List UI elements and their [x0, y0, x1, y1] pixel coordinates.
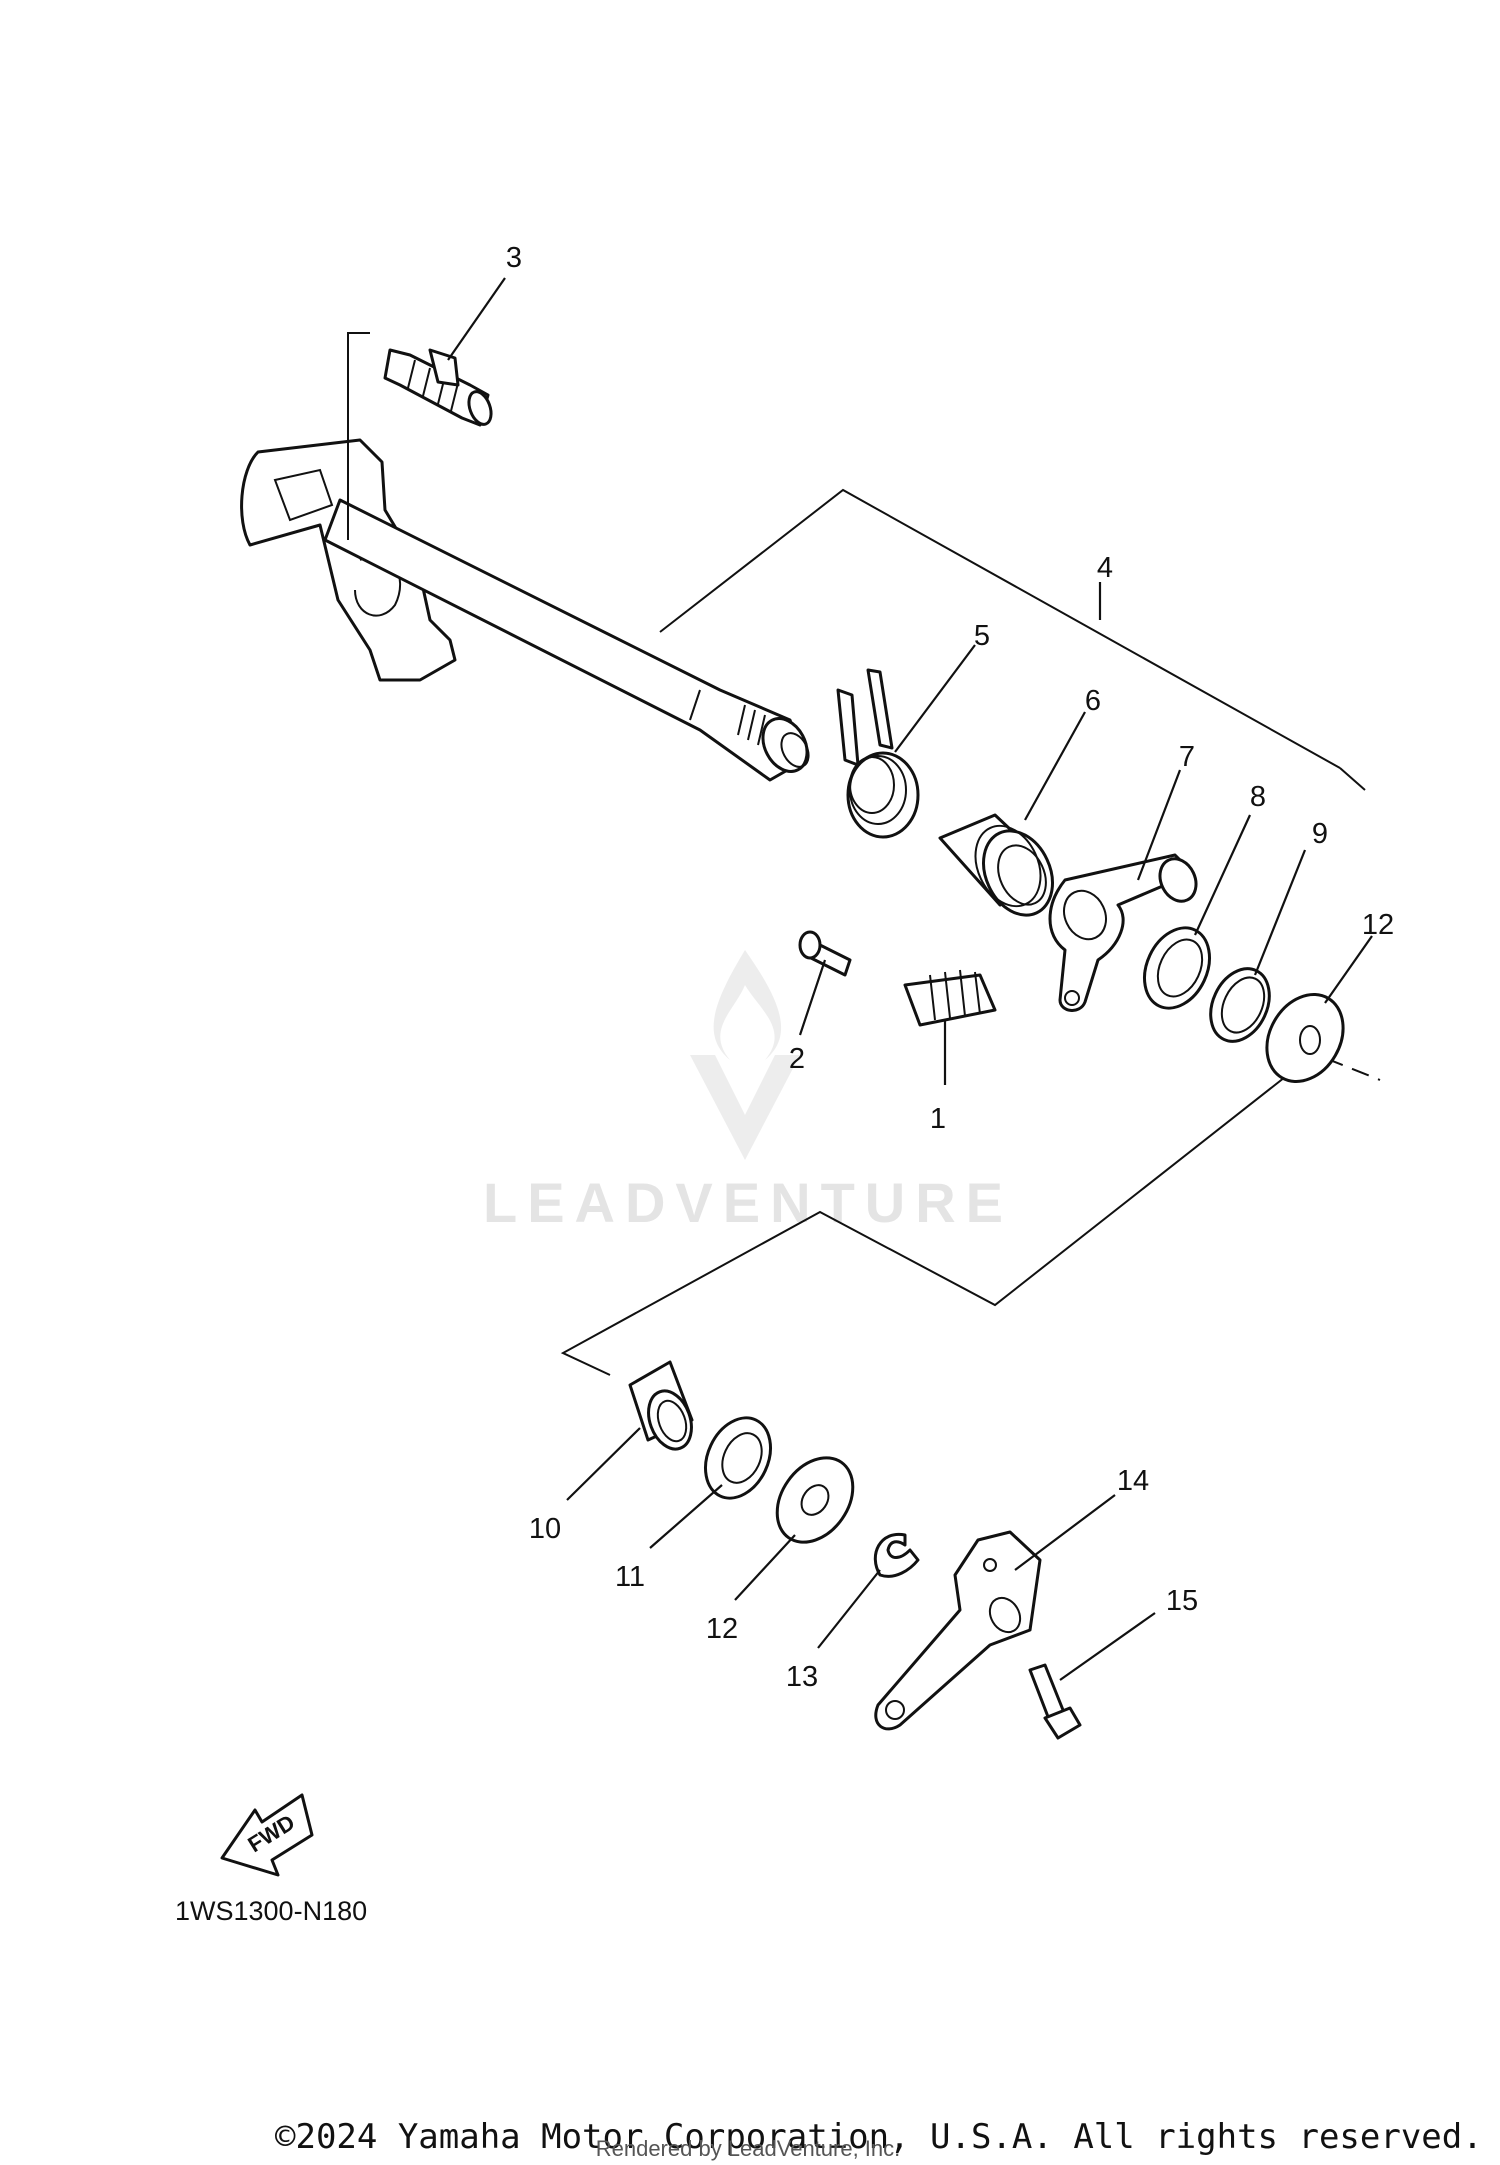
callout-6: 6	[1085, 685, 1101, 717]
copyright-notice: ©2024 Yamaha Motor Corporation, U.S.A. A…	[275, 2117, 1483, 2157]
callout-13: 13	[786, 1661, 818, 1693]
callout-14: 14	[1117, 1465, 1149, 1497]
fwd-arrow-icon: FWD	[220, 1793, 314, 1877]
part-7-lever	[1048, 853, 1198, 1012]
part-13-eclip	[873, 1532, 920, 1578]
part-10-bearing	[628, 1360, 694, 1451]
part-6-collar	[938, 813, 1054, 917]
part-14-arm	[874, 1530, 1042, 1731]
callout-5: 5	[974, 620, 990, 652]
part-12-washer-lower	[775, 1456, 855, 1544]
callout-9: 9	[1312, 818, 1328, 850]
watermark-text: LEADVENTURE	[483, 1171, 1013, 1234]
callout-8: 8	[1250, 781, 1266, 813]
part-8-washer	[1143, 926, 1211, 1010]
phantom-lines	[347, 332, 1381, 1376]
part-9-circlip	[1209, 967, 1271, 1043]
callout-7: 7	[1179, 741, 1195, 773]
shift-shaft-assembly	[240, 438, 810, 782]
part-5-spring	[836, 668, 920, 839]
part-15-bolt	[1028, 1663, 1082, 1740]
callout-3: 3	[506, 242, 522, 274]
callout-1: 1	[930, 1103, 946, 1135]
watermark-logo	[690, 950, 800, 1160]
part-2-pin	[798, 930, 852, 977]
callout-labels: 3 4 5 6 7 8 9 12 2 1 10 11 12 13 14 15	[506, 242, 1394, 1693]
callout-10: 10	[529, 1513, 561, 1545]
callout-4: 4	[1097, 552, 1113, 584]
part-code: 1WS1300-N180	[175, 1896, 367, 1926]
rendered-by-credit: Rendered by LeadVenture, Inc.	[596, 2136, 901, 2161]
callout-15: 15	[1166, 1585, 1198, 1617]
callout-11: 11	[615, 1561, 645, 1593]
callout-2: 2	[789, 1043, 805, 1075]
part-3-stud	[383, 348, 493, 427]
callout-12-upper: 12	[1362, 909, 1394, 941]
part-1-spring	[903, 969, 997, 1027]
leader-lines	[447, 277, 1373, 1681]
callout-12-lower: 12	[706, 1613, 738, 1645]
part-11-bearing	[704, 1416, 772, 1500]
